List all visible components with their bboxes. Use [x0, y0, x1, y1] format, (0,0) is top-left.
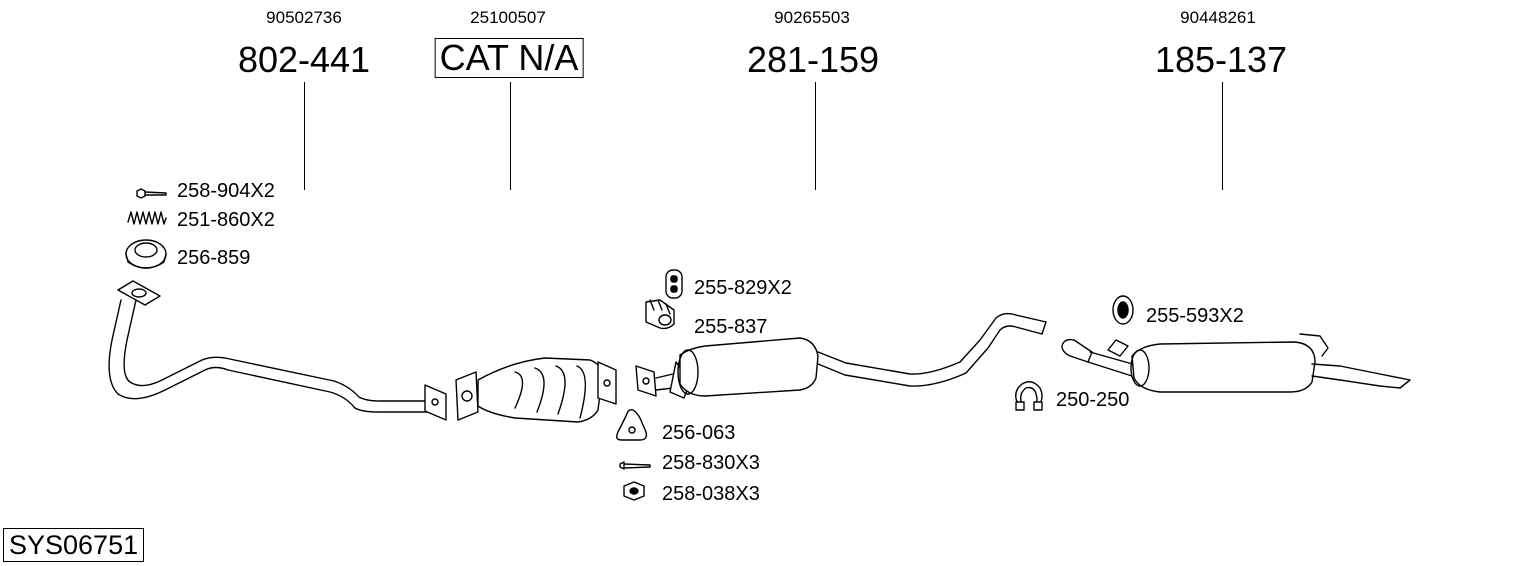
leader-line-rear-silencer [1222, 82, 1223, 190]
bracket-icon [646, 300, 674, 329]
catalytic-converter [456, 358, 616, 422]
part-label-nut: 258-038X3 [662, 483, 760, 505]
leader-line-catalyst [510, 82, 511, 190]
part-label-rubber-hanger: 255-829X2 [694, 277, 792, 299]
nut-icon [624, 482, 644, 500]
part-number-front-pipe: 802-441 [237, 39, 371, 80]
front-pipe [109, 281, 446, 420]
clamp-icon [1016, 382, 1042, 410]
middle-silencer [636, 314, 1046, 398]
oem-number-281-159: 90265503 [774, 8, 850, 27]
part-label-bolt: 258-904X2 [177, 180, 275, 202]
part-label-triangular-gasket: 256-063 [662, 422, 736, 444]
spring-icon [128, 212, 166, 224]
rear-silencer [1062, 334, 1410, 392]
part-label-clamp: 250-250 [1056, 389, 1130, 411]
leader-line-front-pipe [304, 82, 305, 190]
triangular-gasket-icon [617, 410, 647, 440]
system-code: SYS06751 [3, 528, 145, 562]
long-bolt-icon [620, 462, 650, 469]
rubber-hanger-icon [666, 270, 682, 298]
part-label-spring: 251-860X2 [177, 209, 275, 231]
part-number-middle-silencer: 281-159 [746, 39, 880, 80]
gasket-ring-icon [126, 240, 166, 268]
rubber-ring-icon [1113, 296, 1133, 324]
oem-number-185-137: 90448261 [1180, 8, 1256, 27]
part-label-gasket-ring: 256-859 [177, 247, 251, 269]
oem-number-catalyst: 25100507 [470, 8, 546, 27]
part-label-bracket: 255-837 [694, 316, 768, 338]
part-number-catalyst: CAT N/A [434, 38, 584, 78]
oem-number-802-441: 90502736 [266, 8, 342, 27]
part-label-long-bolt: 258-830X3 [662, 452, 760, 474]
bolt-icon [137, 189, 166, 198]
leader-line-middle-silencer [815, 82, 816, 190]
part-number-rear-silencer: 185-137 [1154, 39, 1288, 80]
part-label-rubber-ring: 255-593X2 [1146, 305, 1244, 327]
